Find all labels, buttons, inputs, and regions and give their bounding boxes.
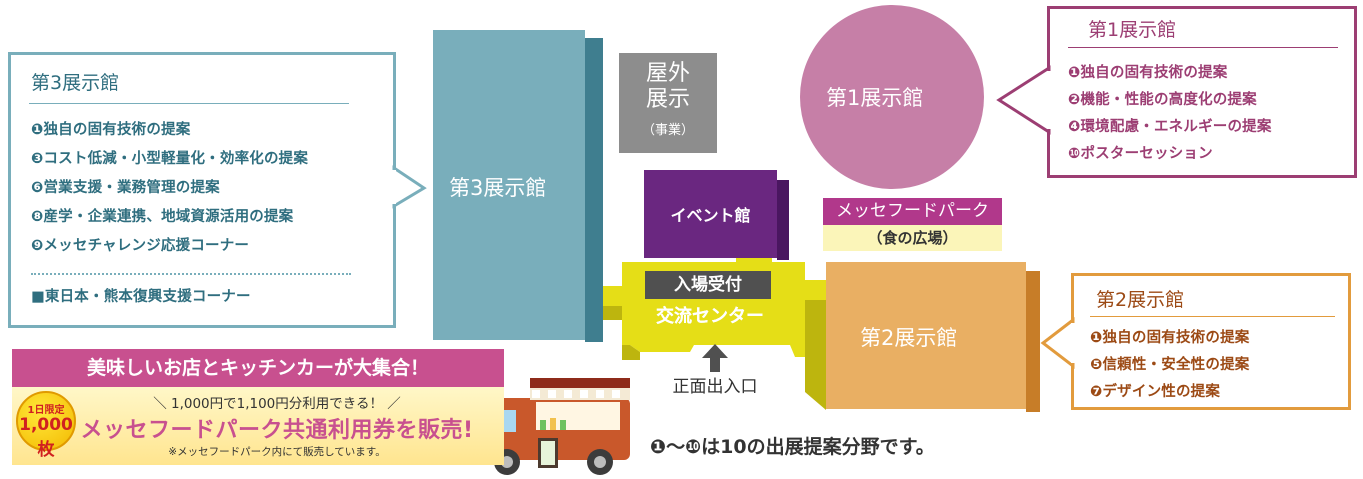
hall3-callout-pointer [392,165,427,209]
hall2-building-side [1026,271,1040,412]
hall3-item: ❶独自の固有技術の提案 [31,122,191,138]
hall2-label: 第2展示館 [860,326,958,350]
hall3-extra: ■東日本・熊本復興支援コーナー [31,289,251,305]
banner-main-text: メッセフードパーク共通利用券を販売! [80,418,474,443]
banner-subline: ＼ 1,000円で1,100円分利用できる！ ／ [153,396,401,412]
hall2-callout-rule [1090,316,1335,317]
hall3-item: ❸コスト低減・小型軽量化・効率化の提案 [31,151,309,167]
hall3-item: ❽産学・企業連携、地域資源活用の提案 [31,209,294,225]
hall2-item: ❺信頼性・安全性の提案 [1090,357,1250,373]
event-hall-building-side [777,180,789,260]
entrance-arrow-icon [702,344,728,372]
banner-headline: 美味しいお店とキッチンカーが大集合！ [12,349,504,387]
hall2-item: ❶独自の固有技術の提案 [1090,330,1250,346]
event-hall-label: イベント館 [670,206,751,225]
banner-body [12,387,504,465]
hall3-building [433,30,585,340]
badge-main-text: 1,000枚 [19,415,73,460]
banner-small-note: ※メッセフードパーク内にて販売しています。 [168,446,386,458]
food-park-label: メッセフードパーク [823,198,1002,225]
hall2-building [826,262,1026,409]
badge-top-text: 1日限定 [27,405,65,416]
hall3-item: ❻営業支援・業務管理の提案 [31,180,220,196]
food-park-sub-label: （食の広場） [823,225,1002,251]
hall3-callout: 第3展示館 ❶独自の固有技術の提案 ❸コスト低減・小型軽量化・効率化の提案 ❻営… [8,52,396,328]
hall3-callout-title: 第3展示館 [31,72,120,94]
outdoor-exhibit: 屋外 展示 （事業） [619,53,717,153]
hall1-item: ❷機能・性能の高度化の提案 [1068,92,1257,108]
proposal-fields-note: ❶〜❿は10の出展提案分野です。 [650,436,935,458]
hall3-dotted-divider [31,273,351,275]
hall2-callout: 第2展示館 ❶独自の固有技術の提案 ❺信頼性・安全性の提案 ❼デザイン性の提案 [1071,273,1351,410]
hall1-callout-title: 第1展示館 [1088,19,1177,41]
hall2-callout-pointer [1040,316,1075,370]
hall1-item: ❿ポスターセッション [1068,146,1213,162]
outdoor-label-line2: 展示 [645,87,690,112]
hall1-item: ❹環境配慮・エネルギーの提案 [1068,119,1272,135]
hall3-item: ❾メッセチャレンジ応援コーナー [31,238,250,254]
reception-label: 入場受付 [645,271,771,299]
hall1-building [800,5,984,189]
hall3-callout-rule [29,103,349,104]
exchange-center-label: 交流センター [656,306,764,327]
hall1-callout-rule [1068,47,1338,48]
limited-badge: 1日限定 1,000枚 [16,391,76,460]
outdoor-label-line1: 屋外 [645,61,690,86]
hall3-building-side [585,38,603,342]
main-entrance-label: 正面出入口 [672,377,758,397]
hall2-item: ❼デザイン性の提案 [1090,384,1221,400]
hall1-callout-pointer [996,65,1051,135]
outdoor-sub-label: （事業） [641,123,694,138]
hall1-item: ❶独自の固有技術の提案 [1068,65,1228,81]
event-hall-building [644,170,777,258]
hall1-callout: 第1展示館 ❶独自の固有技術の提案 ❷機能・性能の高度化の提案 ❹環境配慮・エネ… [1047,6,1357,178]
hall1-label: 第1展示館 [826,86,924,110]
hall3-label: 第3展示館 [449,176,547,200]
hall2-callout-title: 第2展示館 [1096,289,1185,311]
